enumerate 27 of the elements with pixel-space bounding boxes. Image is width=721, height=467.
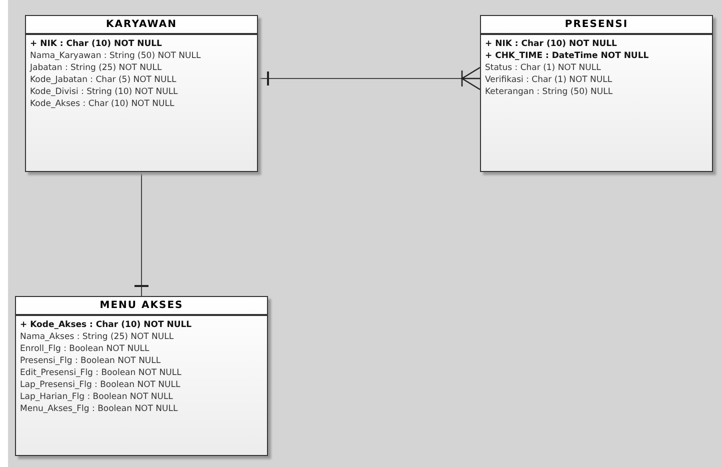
attribute-text: + Kode_Akses : Char (10) NOT NULL	[20, 319, 192, 331]
attribute-text: Kode_Akses : Char (10) NOT NULL	[30, 98, 174, 110]
attribute-text: Lap_Harian_Flg : Boolean NOT NULL	[20, 391, 173, 403]
attribute-text: Enroll_Flg : Boolean NOT NULL	[20, 343, 150, 355]
attribute-text: Presensi_Flg : Boolean NOT NULL	[20, 355, 161, 367]
attribute-text: Kode_Jabatan : Char (5) NOT NULL	[30, 74, 176, 86]
entity-box	[25, 15, 258, 172]
attribute-text: Verifikasi : Char (1) NOT NULL	[485, 74, 612, 86]
attribute-text: Lap_Presensi_Flg : Boolean NOT NULL	[20, 379, 180, 391]
attribute-text: Kode_Divisi : String (10) NOT NULL	[30, 86, 178, 98]
attribute-text: Jabatan : String (25) NOT NULL	[30, 62, 162, 74]
attribute-text: + NIK : Char (10) NOT NULL	[485, 38, 617, 50]
attribute-text: Keterangan : String (50) NULL	[485, 86, 613, 98]
attribute-text: + NIK : Char (10) NOT NULL	[30, 38, 162, 50]
entity-title: KARYAWAN	[106, 19, 177, 30]
entity-box	[480, 15, 713, 172]
attribute-text: Nama_Karyawan : String (50) NOT NULL	[30, 50, 201, 62]
entity-title: MENU AKSES	[100, 300, 184, 311]
attribute-text: Nama_Akses : String (25) NOT NULL	[20, 331, 174, 343]
attribute-text: Edit_Presensi_Flg : Boolean NOT NULL	[20, 367, 182, 379]
relationship-line	[134, 172, 150, 296]
attribute-text: + CHK_TIME : DateTime NOT NULL	[485, 50, 649, 62]
attribute-text: Menu_Akses_Flg : Boolean NOT NULL	[20, 403, 178, 415]
attribute-text: Status : Char (1) NOT NULL	[485, 62, 601, 74]
relationship-line	[258, 66, 481, 90]
entity-box	[15, 296, 268, 456]
entity-title: PRESENSI	[564, 19, 628, 30]
